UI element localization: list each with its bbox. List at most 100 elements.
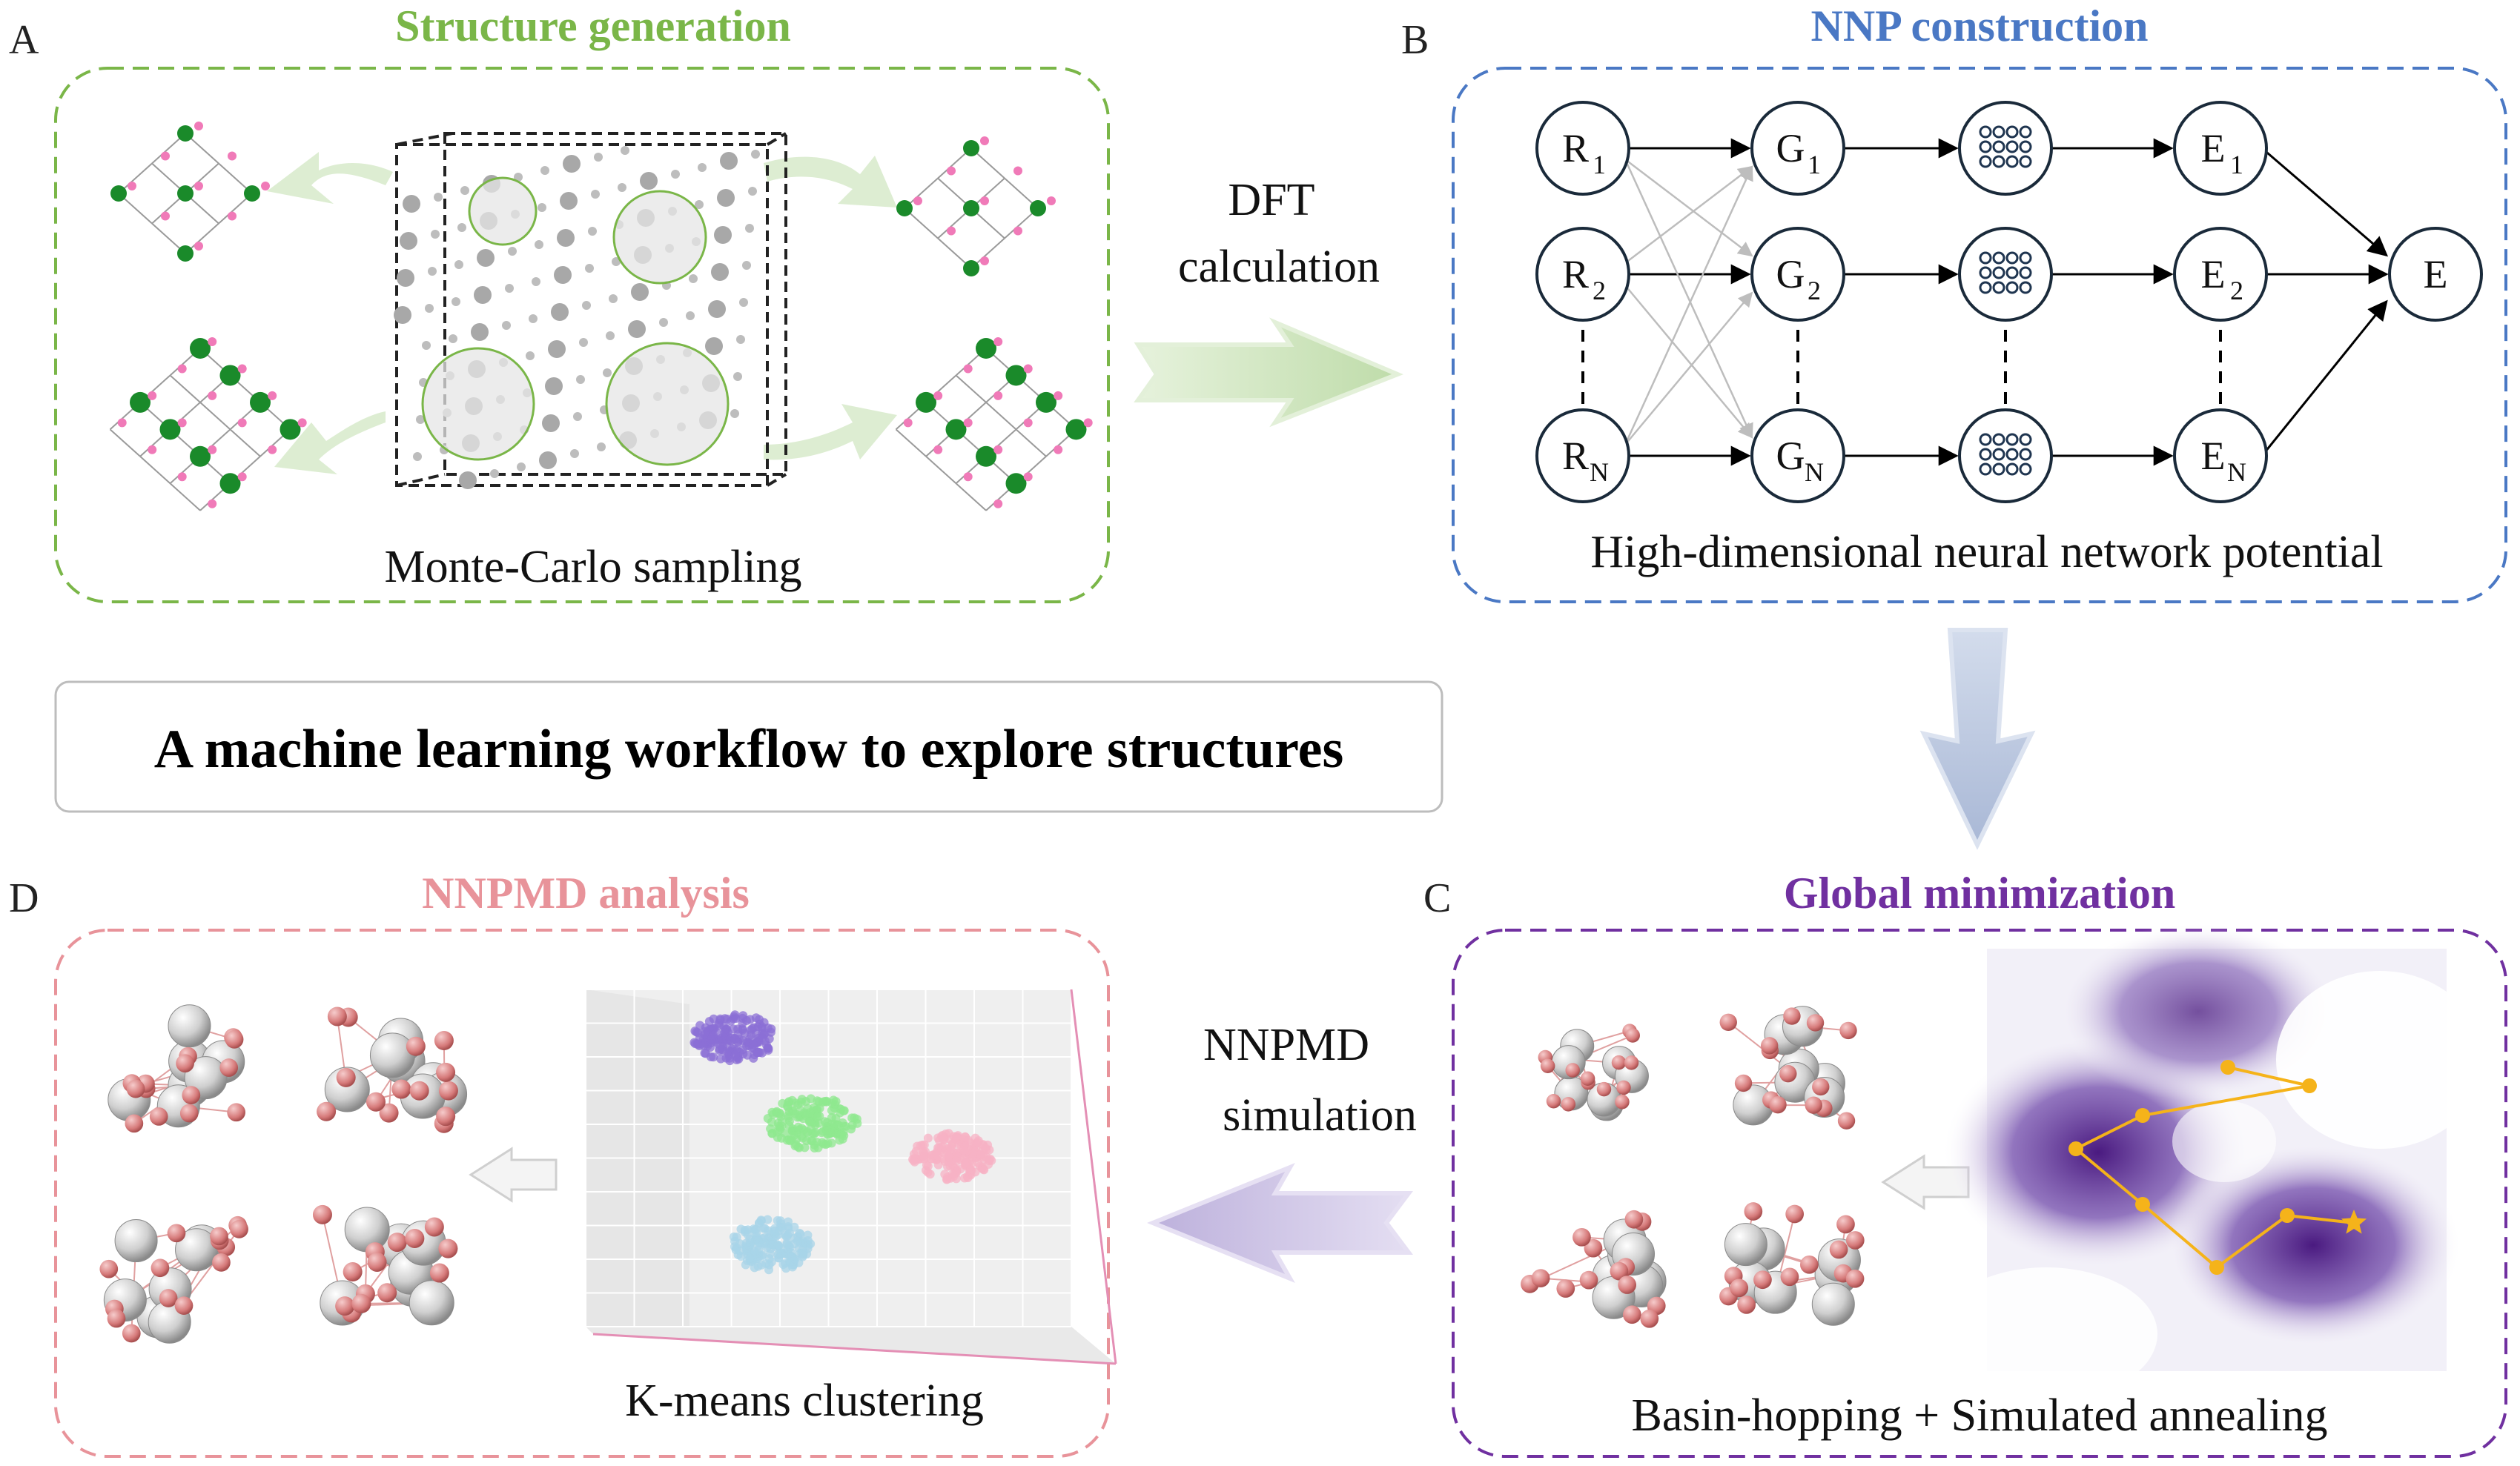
gray-atom	[369, 1032, 415, 1078]
mc-atom	[540, 166, 549, 175]
mc-atom	[594, 153, 603, 162]
mc-atom	[603, 368, 612, 377]
pink-atom	[228, 211, 237, 221]
bond	[955, 374, 987, 403]
pink-atom	[161, 211, 170, 221]
scatter-point	[767, 1129, 777, 1138]
energy-node-circle	[2173, 408, 2268, 503]
red-atom	[1546, 1094, 1561, 1109]
mc-atom	[612, 257, 621, 266]
pink-atom	[1047, 196, 1056, 205]
red-atom	[1719, 1013, 1737, 1031]
pink-atom	[933, 391, 943, 400]
pink-atom	[1023, 418, 1033, 428]
dft-transition: DFT calculation	[1134, 175, 1403, 428]
sample-circle	[421, 347, 535, 461]
red-atom	[1783, 1007, 1801, 1025]
red-atom	[210, 1227, 228, 1246]
red-atom	[1812, 1078, 1830, 1096]
red-atom	[1806, 1014, 1825, 1032]
red-atom	[1845, 1269, 1865, 1288]
red-atom	[1556, 1279, 1575, 1298]
energy-landscape	[1935, 923, 2484, 1401]
input-node-circle	[1535, 227, 1630, 322]
scatter-point	[937, 1132, 947, 1141]
nn-neuron	[2005, 125, 2019, 139]
red-atom	[1565, 1063, 1580, 1078]
mc-atom	[508, 247, 517, 256]
pink-atom	[268, 391, 277, 400]
red-atom	[1734, 1074, 1753, 1092]
pink-atom	[980, 136, 989, 145]
red-atom	[1753, 1270, 1772, 1290]
red-atom	[99, 1259, 119, 1278]
red-atom	[335, 1296, 355, 1316]
bond	[199, 402, 231, 431]
pink-atom	[177, 364, 187, 374]
nn-neuron	[1979, 251, 1992, 265]
mc-atom	[588, 227, 597, 236]
scatter-point	[724, 1051, 734, 1061]
red-atom	[317, 1101, 337, 1121]
panel-a-letter: A	[9, 17, 39, 63]
scatter-point	[918, 1141, 927, 1150]
red-atom	[336, 1067, 356, 1087]
pink-atom	[177, 472, 187, 482]
green-atom	[896, 200, 913, 216]
scatter-point	[730, 1242, 740, 1252]
nn-neuron	[1992, 251, 2005, 265]
mc-atom	[554, 266, 572, 284]
red-atom	[1737, 1296, 1756, 1314]
nn-neuron	[2005, 281, 2019, 294]
input-node-label: R	[1562, 434, 1589, 478]
scatter-point	[775, 1108, 784, 1118]
red-atom	[1579, 1270, 1598, 1290]
panel-d-title: NNPMD analysis	[422, 869, 750, 918]
search-step	[2209, 1260, 2224, 1275]
red-atom	[424, 1217, 444, 1237]
nn-icon-circle	[1958, 101, 2053, 196]
search-step	[2135, 1108, 2150, 1123]
scatter-point	[942, 1173, 952, 1182]
red-atom	[1785, 1204, 1805, 1224]
red-atom	[1829, 1240, 1848, 1259]
scatter-point	[944, 1157, 953, 1167]
edge-cross	[1624, 159, 1753, 257]
down-arrow-b-to-c	[1919, 628, 2036, 850]
red-atom	[1596, 1081, 1612, 1097]
pink-atom	[194, 122, 203, 130]
nn-neuron	[2005, 448, 2019, 461]
mc-atom	[542, 414, 560, 432]
gray-atom	[344, 1207, 390, 1253]
crystal-structure-bottom-left	[109, 337, 307, 511]
dft-label-line1: DFT	[1228, 175, 1314, 225]
gray-atom	[409, 1280, 454, 1326]
pink-atom	[980, 196, 989, 205]
pink-atom	[903, 418, 913, 428]
global-minimum-star	[2341, 1210, 2367, 1234]
pink-atom	[947, 166, 956, 176]
dft-label-line2: calculation	[1178, 242, 1380, 292]
pink-atom	[237, 472, 247, 482]
pink-atom	[963, 364, 973, 374]
gray-atom	[1811, 1282, 1855, 1326]
descriptor-node-label: G	[1776, 434, 1805, 478]
mc-atom	[428, 267, 437, 276]
scatter-point	[823, 1129, 833, 1138]
scatter-point	[741, 1015, 751, 1025]
pink-atom	[1083, 418, 1093, 428]
mc-atom	[454, 260, 463, 269]
red-atom	[125, 1114, 144, 1133]
red-atom	[1622, 1305, 1641, 1324]
scatter-point	[830, 1103, 839, 1112]
scatter-point	[952, 1132, 962, 1142]
pink-atom	[208, 499, 217, 508]
descriptor-node-label: G	[1776, 252, 1805, 296]
mc-atom	[745, 224, 754, 233]
pink-atom	[913, 196, 922, 205]
edge-cross	[1624, 291, 1753, 445]
curved-arrow-down-left	[274, 411, 386, 474]
scatter-point	[839, 1131, 849, 1141]
scatter-point	[923, 1161, 933, 1171]
kmeans-scatter-plot	[585, 989, 1117, 1365]
